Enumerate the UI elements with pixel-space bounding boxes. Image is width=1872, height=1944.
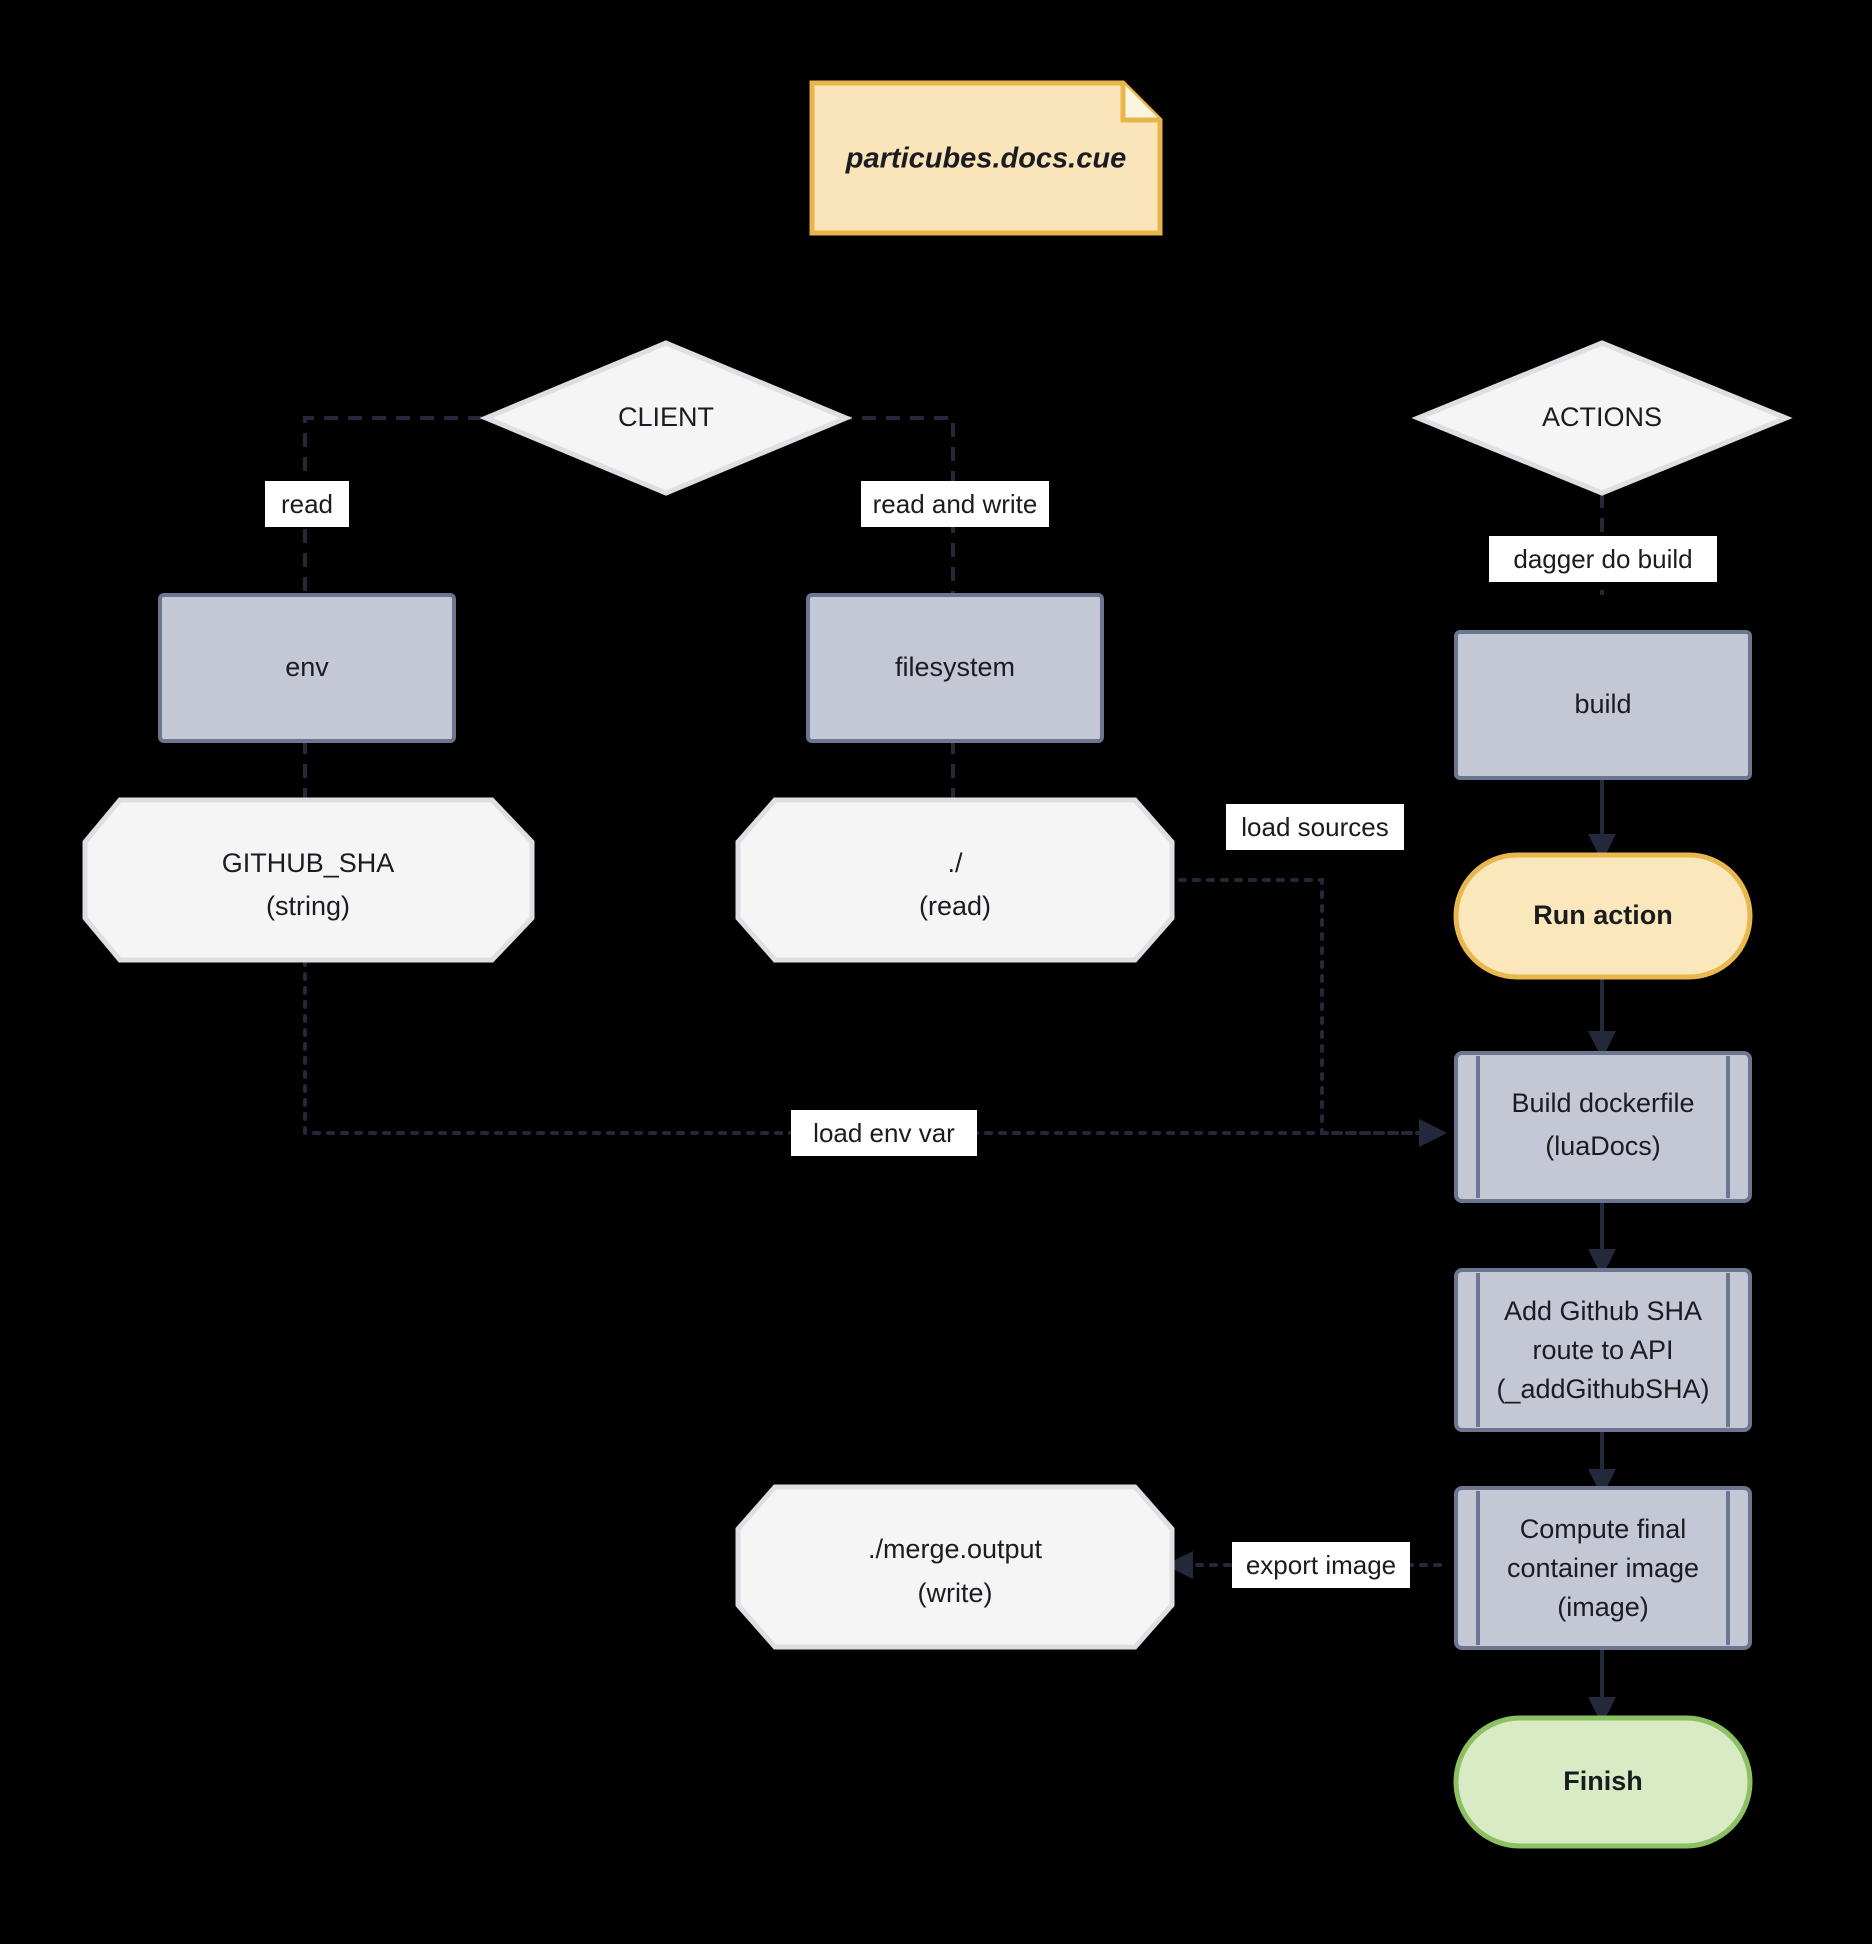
compute-image-line3: (image)	[1557, 1592, 1649, 1622]
node-github-sha[interactable]: GITHUB_SHA (string)	[82, 797, 535, 963]
edge-dotread-builddockerfile	[1164, 878, 1447, 1147]
edge-githubsha-builddockerfile	[303, 958, 1447, 1147]
client-label: CLIENT	[618, 402, 714, 432]
node-note-particubes[interactable]: particubes.docs.cue	[809, 80, 1163, 236]
node-run-action[interactable]: Run action	[1453, 852, 1753, 980]
edge-label-read-and-write-text: read and write	[873, 489, 1038, 519]
node-actions[interactable]: ACTIONS	[1411, 340, 1793, 496]
finish-label: Finish	[1563, 1766, 1643, 1796]
dot-read-line1: ./	[947, 848, 963, 878]
run-action-label: Run action	[1533, 900, 1673, 930]
edge-label-dagger-do-build: dagger do build	[1489, 536, 1717, 582]
node-env[interactable]: env	[158, 593, 456, 743]
edge-label-load-env-var-text: load env var	[813, 1118, 955, 1148]
node-build[interactable]: build	[1454, 630, 1752, 780]
node-build-dockerfile[interactable]: Build dockerfile (luaDocs)	[1454, 1051, 1752, 1203]
node-compute-image[interactable]: Compute final container image (image)	[1454, 1486, 1752, 1650]
edge-label-export-image: export image	[1232, 1542, 1410, 1588]
edge-label-read-and-write: read and write	[861, 481, 1049, 527]
edge-label-load-sources-text: load sources	[1241, 812, 1388, 842]
dot-read-line2: (read)	[919, 891, 991, 921]
merge-output-line1: ./merge.output	[868, 1534, 1043, 1564]
edge-label-export-image-text: export image	[1246, 1550, 1396, 1580]
build-dockerfile-line2: (luaDocs)	[1545, 1131, 1661, 1161]
build-dockerfile-line1: Build dockerfile	[1511, 1088, 1694, 1118]
add-sha-line2: route to API	[1532, 1335, 1673, 1365]
build-label: build	[1574, 689, 1631, 719]
edge-label-dagger-do-build-text: dagger do build	[1513, 544, 1692, 574]
note-fold-icon	[1120, 83, 1160, 123]
compute-image-line2: container image	[1507, 1553, 1699, 1583]
node-add-github-sha[interactable]: Add Github SHA route to API (_addGithubS…	[1454, 1268, 1752, 1432]
merge-output-line2: (write)	[918, 1578, 993, 1608]
github-sha-line1: GITHUB_SHA	[222, 848, 395, 878]
edge-label-read: read	[265, 481, 349, 527]
node-filesystem[interactable]: filesystem	[806, 593, 1104, 743]
node-client[interactable]: CLIENT	[479, 340, 853, 496]
node-dot-read[interactable]: ./ (read)	[735, 797, 1175, 963]
add-sha-line3: (_addGithubSHA)	[1496, 1374, 1709, 1404]
edge-client-env	[303, 416, 482, 595]
actions-label: ACTIONS	[1542, 402, 1662, 432]
edge-label-read-text: read	[281, 489, 333, 519]
node-merge-output[interactable]: ./merge.output (write)	[735, 1484, 1175, 1650]
add-sha-line1: Add Github SHA	[1504, 1296, 1702, 1326]
github-sha-line2: (string)	[266, 891, 350, 921]
filesystem-label: filesystem	[895, 652, 1015, 682]
note-label: particubes.docs.cue	[845, 143, 1126, 175]
env-label: env	[285, 652, 329, 682]
node-finish[interactable]: Finish	[1453, 1715, 1753, 1849]
edge-label-load-sources: load sources	[1226, 804, 1404, 850]
edge-label-load-env-var: load env var	[791, 1110, 977, 1156]
compute-image-line1: Compute final	[1520, 1514, 1687, 1544]
